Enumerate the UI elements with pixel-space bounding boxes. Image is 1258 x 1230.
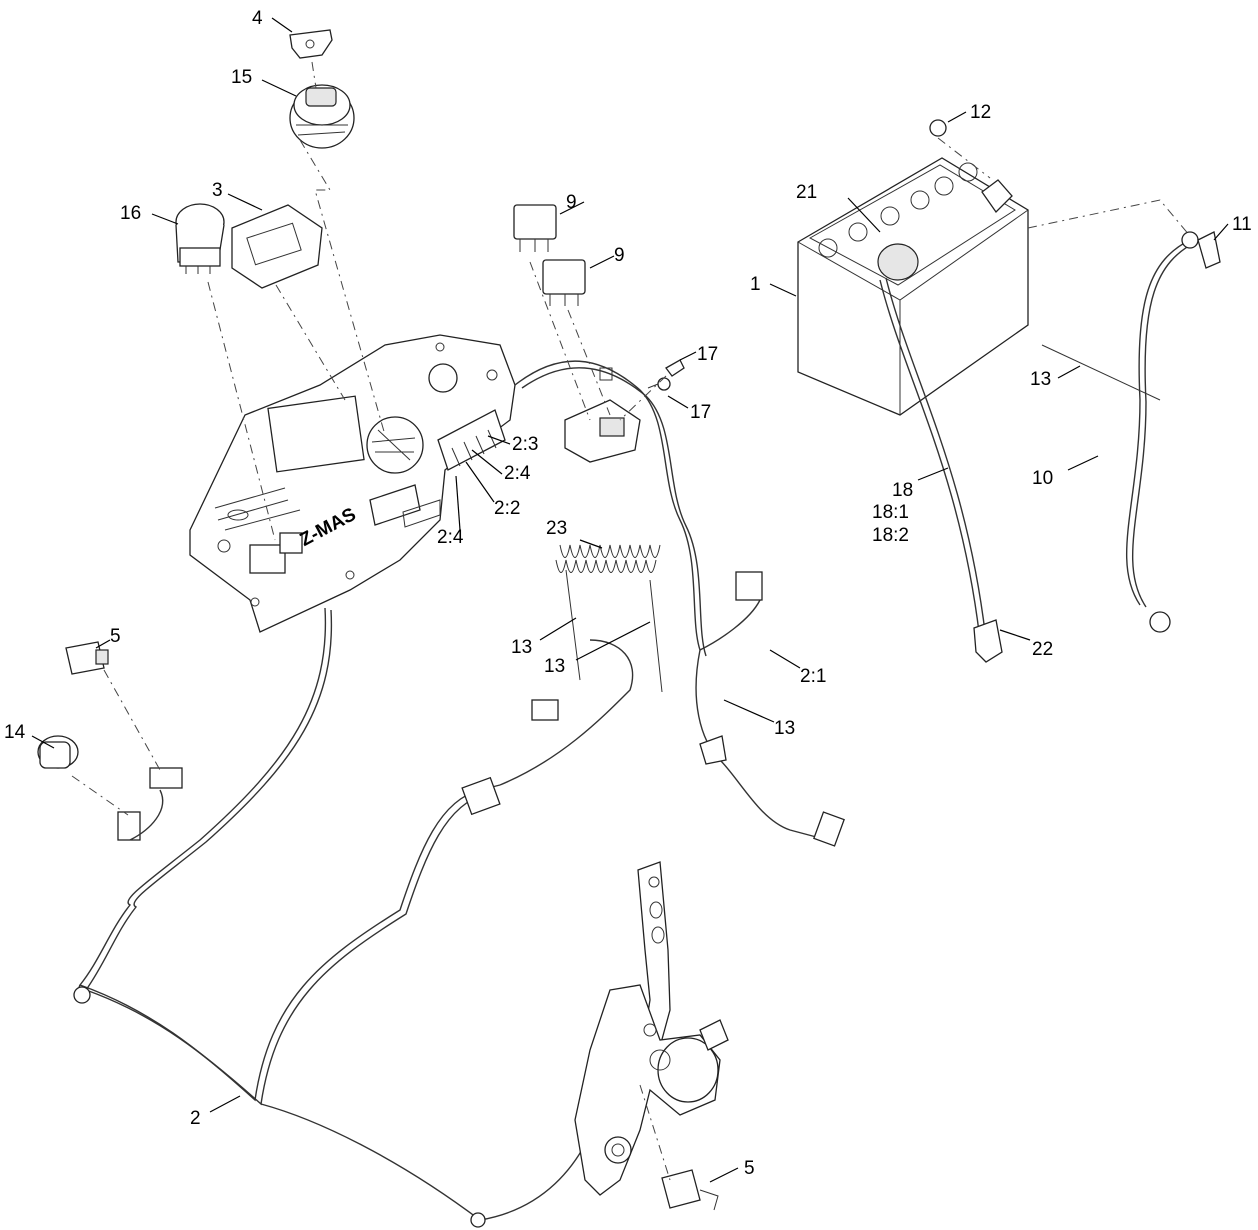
callout-2-2: 2:2: [494, 498, 520, 519]
callout-16: 16: [120, 203, 141, 224]
fuse-block: [437, 409, 506, 471]
relay-part-9b: [542, 259, 586, 306]
callout-13b: 13: [544, 656, 565, 677]
callout-2-3: 2:3: [512, 434, 538, 455]
callout-2: 2: [190, 1108, 201, 1129]
negative-cable-part-10: [1125, 231, 1221, 633]
assembly-dash-lines: [71, 61, 1191, 1181]
callout-18-1: 18:1: [872, 502, 909, 523]
bolts-part-17: [647, 359, 685, 391]
callout-18: 18: [892, 480, 913, 501]
callout-13d: 13: [1030, 369, 1051, 390]
callout-18-2: 18:2: [872, 525, 909, 546]
ignition-switch-part-15: [289, 84, 355, 149]
wire-harness-part-2: [73, 360, 845, 1228]
callout-5a: 5: [110, 626, 121, 647]
hour-meter-part-3: [231, 204, 323, 289]
callout-5b: 5: [744, 1158, 755, 1179]
callout-3: 3: [212, 180, 223, 201]
callout-9a: 9: [566, 192, 577, 213]
callout-4: 4: [252, 8, 263, 29]
callout-23: 23: [546, 518, 567, 539]
callout-12: 12: [970, 102, 991, 123]
callout-14: 14: [4, 722, 26, 743]
callout-17b: 17: [690, 402, 711, 423]
callout-11: 11: [1232, 214, 1252, 235]
pto-switch-part-16: [175, 203, 225, 274]
callout-2-4a: 2:4: [437, 527, 464, 548]
callout-2-4b: 2:4: [504, 463, 531, 484]
callout-labels: 4 15 3 16 9 9 17 17 12 21 11 1 13 10 18 …: [4, 8, 1252, 1179]
callout-21: 21: [796, 182, 817, 203]
callout-10: 10: [1032, 468, 1053, 489]
key-part-4: [289, 29, 333, 59]
callout-22: 22: [1032, 639, 1053, 660]
callout-1: 1: [750, 274, 761, 295]
callout-9b: 9: [614, 245, 625, 266]
part-14: [37, 735, 79, 769]
callout-13a: 13: [511, 637, 532, 658]
positive-cable-part-18: [879, 277, 1003, 663]
switch-part-5-upper: [65, 641, 109, 675]
switch-part-5-lower: [661, 1169, 719, 1211]
leader-lines: [31, 17, 1229, 1183]
brake-lever-assembly: [574, 861, 729, 1196]
battery-part-1: [797, 119, 1029, 416]
cable-tie-part-13: [1041, 344, 1161, 401]
left-harness-connectors: [117, 767, 183, 841]
spring-part-23: [555, 544, 663, 693]
callout-2-1: 2:1: [800, 666, 826, 687]
callout-17a: 17: [697, 344, 718, 365]
control-panel: Z-MAS: [189, 334, 516, 633]
relay-part-9a: [513, 204, 557, 252]
callout-13c: 13: [774, 718, 795, 739]
callout-15: 15: [231, 67, 252, 88]
relay-bracket: [564, 367, 641, 463]
